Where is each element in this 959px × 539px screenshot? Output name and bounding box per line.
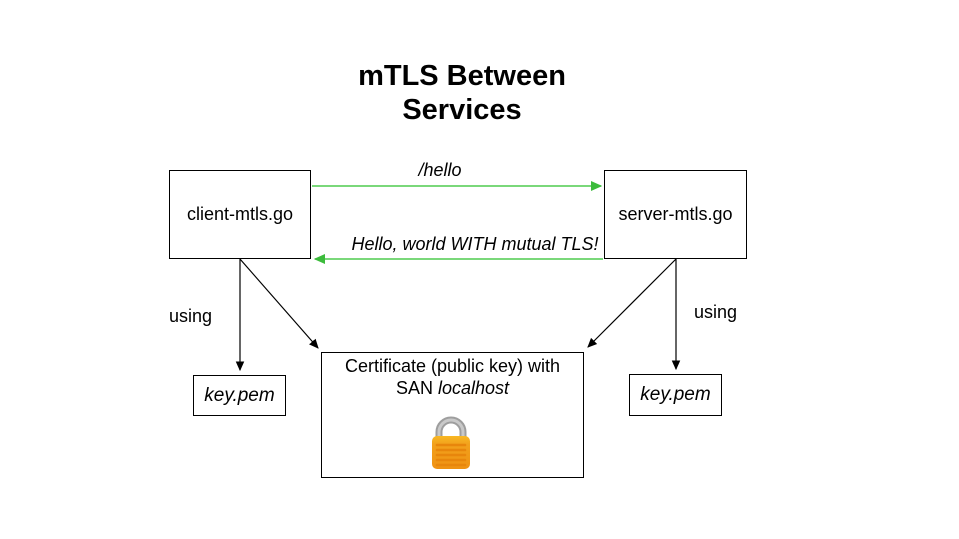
client-certificate-arrow bbox=[239, 258, 319, 349]
request-arrow-label: /hello bbox=[418, 160, 462, 180]
server-using-label: using bbox=[694, 302, 738, 322]
client-node-label: client-mtls.go bbox=[186, 204, 294, 224]
lock-icon bbox=[432, 416, 470, 469]
client-key-pem-box: key.pem bbox=[193, 375, 286, 416]
server-node-label: server-mtls.go bbox=[618, 204, 733, 224]
server-key-pem-label: key.pem bbox=[640, 384, 711, 405]
server-key-pem-box: key.pem bbox=[629, 374, 722, 416]
response-arrow-label: Hello, world WITH mutual TLS! bbox=[351, 234, 599, 254]
server-node-box: server-mtls.go bbox=[604, 170, 747, 259]
certificate-san-prefix: SAN bbox=[395, 378, 438, 398]
certificate-line1: Certificate (public key) with bbox=[344, 356, 561, 376]
client-node-box: client-mtls.go bbox=[169, 170, 311, 259]
certificate-line2: SAN localhost bbox=[322, 377, 583, 399]
certificate-hostname: localhost bbox=[437, 378, 510, 398]
client-key-pem-label: key.pem bbox=[204, 384, 275, 406]
server-certificate-arrow bbox=[587, 258, 677, 348]
client-using-label: using bbox=[169, 306, 213, 326]
diagram-title: mTLS Between Services bbox=[358, 60, 566, 126]
